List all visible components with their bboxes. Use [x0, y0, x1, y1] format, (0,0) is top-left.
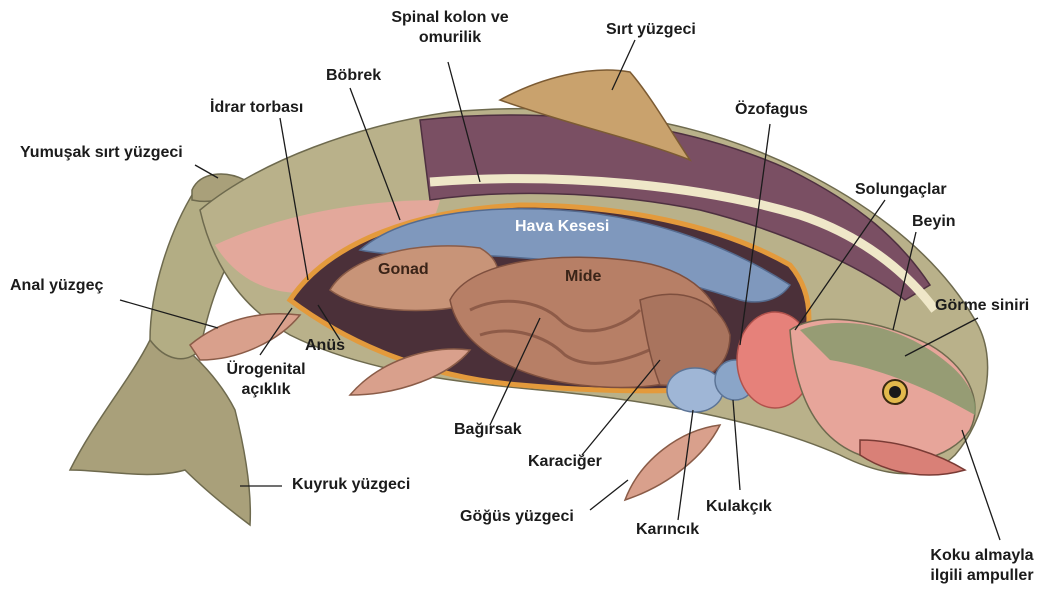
solungaclar-label: Solungaçlar: [855, 180, 947, 200]
koku-label: Koku almayla ilgili ampuller: [912, 546, 1052, 586]
ventricle-organ: [667, 368, 723, 412]
fish-pupil: [889, 386, 901, 398]
yumusak-sirt-yuzgeci-label: Yumuşak sırt yüzgeci: [20, 143, 183, 163]
kulakcik-label: Kulakçık: [706, 497, 772, 517]
gorme-siniri-label: Görme siniri: [935, 296, 1029, 316]
sirt-yuzgeci-label: Sırt yüzgeci: [606, 20, 696, 40]
bagirsak-label: Bağırsak: [454, 420, 522, 440]
anal-yuzgec-label: Anal yüzgeç: [10, 276, 103, 296]
gogus-yuzgeci-label: Göğüs yüzgeci: [460, 507, 574, 527]
gonad-label: Gonad: [378, 260, 429, 280]
karincik-label: Karıncık: [636, 520, 699, 540]
beyin-label: Beyin: [912, 212, 956, 232]
spinal-label: Spinal kolon ve omurilik: [370, 8, 530, 48]
idrar-torbasi-label: İdrar torbası: [210, 98, 303, 118]
mide-label: Mide: [565, 267, 601, 287]
kuyruk-yuzgeci-label: Kuyruk yüzgeci: [292, 475, 410, 495]
leader-koku: [962, 430, 1000, 540]
urogenital-label: Ürogenital açıklık: [214, 360, 318, 400]
leader-gogus: [590, 480, 628, 510]
anus-label: Anüs: [305, 336, 345, 356]
ozofagus-label: Özofagus: [735, 100, 808, 120]
karaciger-label: Karaciğer: [528, 452, 602, 472]
bobrek-label: Böbrek: [326, 66, 381, 86]
hava-kesesi-label: Hava Kesesi: [515, 217, 609, 237]
pectoral-fin: [625, 425, 720, 500]
